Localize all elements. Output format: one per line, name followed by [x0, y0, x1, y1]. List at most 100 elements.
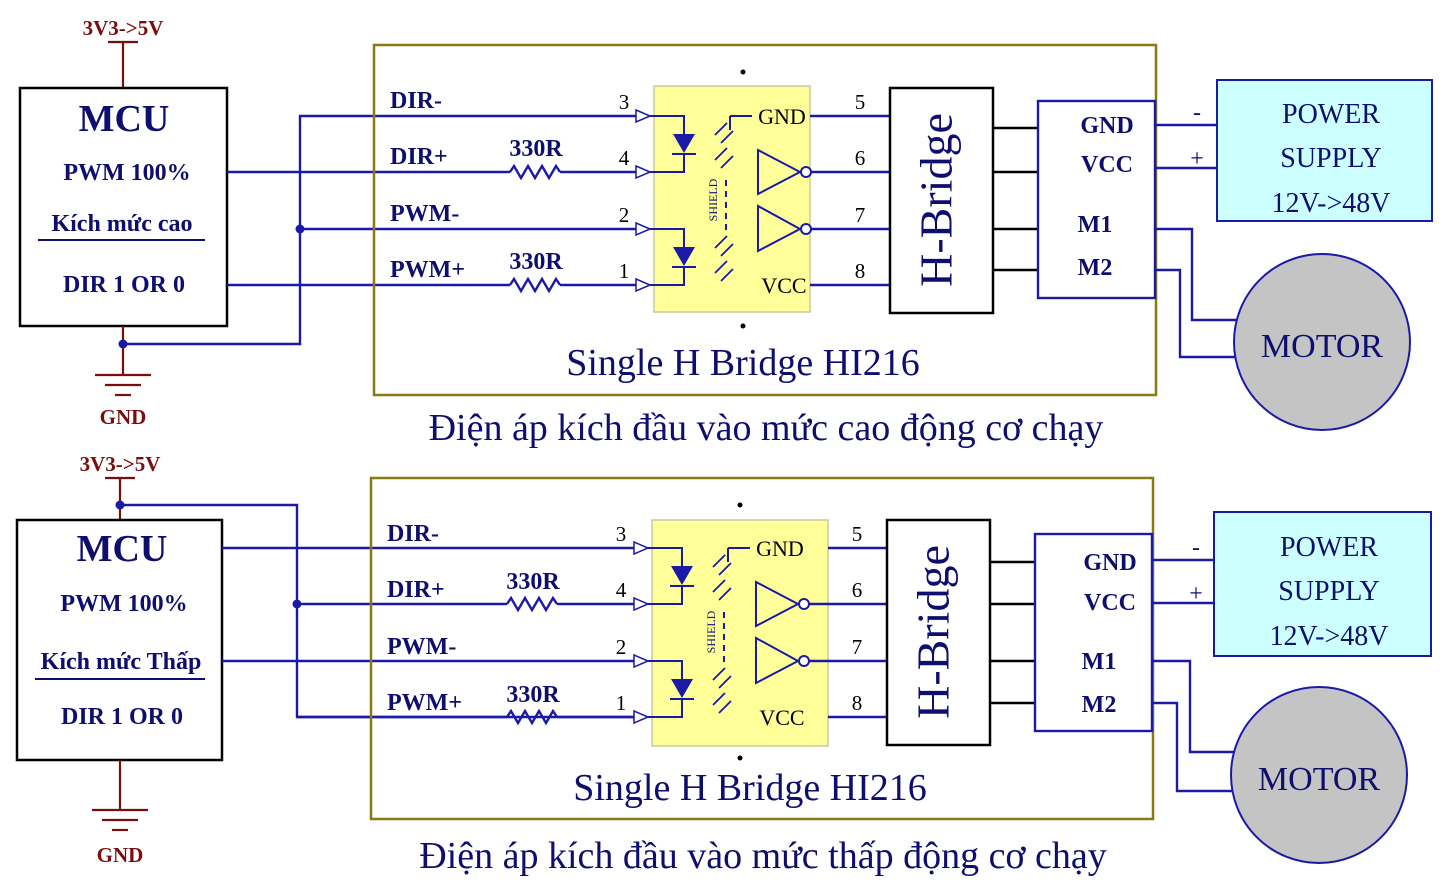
top-output-wires — [810, 114, 890, 287]
top-mcu: MCU PWM 100% Kích mức cao DIR 1 OR 0 — [18, 86, 229, 328]
top-motor: MOTOR — [1155, 227, 1411, 431]
top-supply-minus: - — [1193, 100, 1201, 126]
bottom-motor: MOTOR — [1152, 659, 1408, 864]
top-supply-plus: + — [1190, 146, 1204, 172]
top-terminal-m1: M1 — [1078, 212, 1113, 238]
bottom-output-wires — [809, 546, 887, 719]
bottom-hbridge-label: H-Bridge — [908, 545, 959, 719]
top-vcc-label: 3V3->5V — [83, 16, 164, 40]
top-shield-label: SHIELD — [706, 178, 720, 221]
bottom-input-pwm-minus: PWM- — [387, 634, 456, 660]
top-opto-gnd: GND — [758, 104, 806, 129]
top-pin-7: 7 — [855, 203, 866, 227]
bottom-resistor-dir — [506, 595, 558, 613]
top-gnd: GND — [95, 326, 151, 429]
top-mcu-trigger: Kích mức cao — [51, 211, 192, 237]
top-vcc-supply: 3V3->5V — [83, 16, 164, 88]
top-pin-8: 8 — [855, 259, 866, 283]
bottom-driver-terminal: GND VCC M1 M2 — [1033, 532, 1154, 733]
bottom-mcu-trigger: Kích mức Thấp — [41, 649, 202, 675]
bottom-supply-line-1: POWER — [1280, 532, 1378, 563]
top-input-dir-minus: DIR- — [390, 88, 442, 114]
bottom-supply-line-3: 12V->48V — [1270, 621, 1389, 652]
top-input-pwm-minus: PWM- — [390, 201, 459, 227]
bottom-pin-8: 8 — [852, 691, 863, 715]
bottom-input-pwm-plus: PWM+ — [387, 690, 462, 716]
bottom-module-name: Single H Bridge HI216 — [573, 767, 927, 809]
bottom-vcc-supply: 3V3->5V — [80, 452, 161, 520]
bottom-vcc-label: 3V3->5V — [80, 452, 161, 476]
top-pin-1: 1 — [619, 259, 630, 283]
bottom-resistor-label-2: 330R — [506, 682, 560, 708]
bottom-supply-plus: + — [1189, 581, 1203, 607]
bottom-gnd-label: GND — [97, 843, 144, 867]
top-resistor-label-1: 330R — [509, 136, 563, 162]
bottom-pin-7: 7 — [852, 635, 863, 659]
top-supply-line-1: POWER — [1282, 99, 1380, 130]
bottom-pin-6: 6 — [852, 578, 863, 602]
bottom-optocoupler: SHIELD GND VCC — [648, 519, 829, 747]
bottom-opto-vcc: VCC — [759, 705, 804, 730]
bottom-opto-gnd: GND — [756, 536, 804, 561]
bottom-mcu-title: MCU — [77, 528, 168, 570]
bottom-terminal-m1: M1 — [1082, 649, 1117, 675]
bottom-motor-label: MOTOR — [1258, 761, 1380, 798]
top-terminal-m2: M2 — [1078, 255, 1113, 281]
bottom-mcu-pwm: PWM 100% — [60, 591, 187, 617]
top-pin-5: 5 — [855, 90, 866, 114]
top-supply-line-3: 12V->48V — [1272, 188, 1391, 219]
top-pin-2: 2 — [619, 203, 630, 227]
bottom-diagram: 3V3->5V MCU PWM 100% Kích mức Thấp DIR 1… — [15, 452, 1432, 877]
bottom-terminal-gnd: GND — [1083, 550, 1136, 576]
bottom-caption: Điện áp kích đầu vào mức thấp động cơ ch… — [419, 835, 1107, 877]
bottom-supply-minus: - — [1192, 535, 1200, 561]
bottom-mcu-dir: DIR 1 OR 0 — [61, 704, 183, 730]
bottom-pin-3: 3 — [616, 522, 627, 546]
top-power-supply: - + POWER SUPPLY 12V->48V — [1155, 79, 1433, 222]
top-optocoupler: SHIELD GND VCC — [650, 85, 812, 313]
top-mcu-pwm: PWM 100% — [63, 160, 190, 186]
bottom-gnd: GND — [92, 760, 148, 867]
top-input-dir-plus: DIR+ — [390, 144, 448, 170]
top-terminal-vcc: VCC — [1081, 152, 1133, 178]
top-resistor-pwm — [509, 276, 561, 294]
bottom-pin-2: 2 — [616, 635, 627, 659]
bottom-bridge-wires — [990, 560, 1035, 705]
top-hbridge: H-Bridge — [888, 86, 995, 315]
bottom-supply-line-2: SUPPLY — [1278, 576, 1379, 607]
bottom-terminal-vcc: VCC — [1084, 590, 1136, 616]
bottom-input-wires — [115, 500, 650, 726]
top-bridge-wires — [993, 126, 1038, 272]
bottom-shield-label: SHIELD — [704, 610, 718, 653]
bottom-pin-4: 4 — [616, 578, 627, 602]
top-input-wires — [118, 108, 652, 349]
top-terminal-gnd: GND — [1080, 113, 1133, 139]
top-mcu-title: MCU — [79, 98, 170, 140]
top-motor-label: MOTOR — [1261, 328, 1383, 365]
top-pin-6: 6 — [855, 146, 866, 170]
bottom-terminal-m2: M2 — [1082, 692, 1117, 718]
bottom-pin-5: 5 — [852, 522, 863, 546]
bottom-power-supply: - + POWER SUPPLY 12V->48V — [1152, 511, 1432, 657]
top-resistor-label-2: 330R — [509, 249, 563, 275]
top-pin-4: 4 — [619, 146, 630, 170]
top-supply-line-2: SUPPLY — [1280, 143, 1381, 174]
top-pin-3: 3 — [619, 90, 630, 114]
bottom-input-dir-minus: DIR- — [387, 521, 439, 547]
top-gnd-label: GND — [100, 405, 147, 429]
bottom-input-dir-plus: DIR+ — [387, 577, 445, 603]
bottom-hbridge: H-Bridge — [885, 518, 992, 747]
bottom-pin-1: 1 — [616, 691, 627, 715]
top-driver-terminal: GND VCC M1 M2 — [1036, 99, 1157, 300]
bottom-resistor-label-1: 330R — [506, 569, 560, 595]
top-caption: Điện áp kích đầu vào mức cao động cơ chạ… — [429, 407, 1104, 449]
top-input-pwm-plus: PWM+ — [390, 257, 465, 283]
top-hbridge-label: H-Bridge — [911, 113, 962, 287]
top-mcu-dir: DIR 1 OR 0 — [63, 272, 185, 298]
top-module-name: Single H Bridge HI216 — [566, 342, 920, 384]
top-diagram: 3V3->5V MCU PWM 100% Kích mức cao DIR 1 … — [18, 16, 1433, 449]
top-resistor-dir — [509, 163, 561, 181]
bottom-mcu: MCU PWM 100% Kích mức Thấp DIR 1 OR 0 — [15, 518, 224, 762]
top-opto-vcc: VCC — [761, 273, 806, 298]
